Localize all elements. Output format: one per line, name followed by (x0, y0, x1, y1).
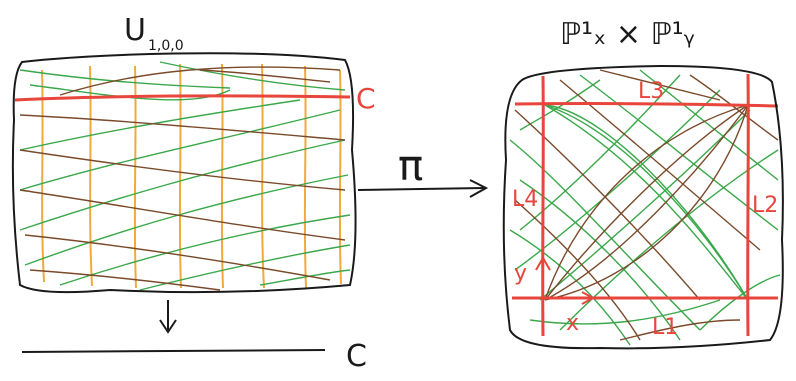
label-l4: L4 (512, 187, 538, 212)
line-l4 (541, 75, 545, 337)
label-x: x (566, 311, 579, 336)
map-arrow-shaft (357, 187, 485, 191)
label-y: y (514, 261, 527, 286)
axis-arrows (535, 256, 596, 305)
map-label-pi: π (398, 141, 423, 190)
label-l1: L1 (652, 315, 678, 340)
left-surface: U 1,0,0 C (11, 13, 376, 294)
label-l3: L3 (638, 79, 664, 104)
left-surface-outline (11, 52, 357, 294)
section-curve-c (14, 94, 351, 102)
y-arrow-head (535, 256, 551, 271)
right-surface-outline (502, 64, 784, 350)
map-arrow: π (357, 141, 489, 198)
section-label-c: C (356, 82, 376, 115)
base-line (21, 349, 326, 353)
right-surface: L3 L2 L4 L1 x y ℙ¹ₓ × ℙ¹ᵧ (502, 17, 784, 350)
brown-conics (514, 69, 779, 341)
base-curve: C (21, 339, 367, 374)
map-arrow-head (469, 179, 489, 198)
line-l2 (746, 73, 750, 337)
left-title: U (124, 13, 146, 48)
x-arrow-head (581, 291, 596, 305)
base-label-c: C (346, 339, 367, 374)
label-l2: L2 (752, 193, 778, 218)
left-title-subscript: 1,0,0 (148, 38, 184, 54)
projection-down-arrow (159, 300, 177, 334)
boundary-lines (511, 73, 779, 337)
brown-curves (19, 66, 346, 291)
right-title: ℙ¹ₓ × ℙ¹ᵧ (560, 17, 695, 52)
